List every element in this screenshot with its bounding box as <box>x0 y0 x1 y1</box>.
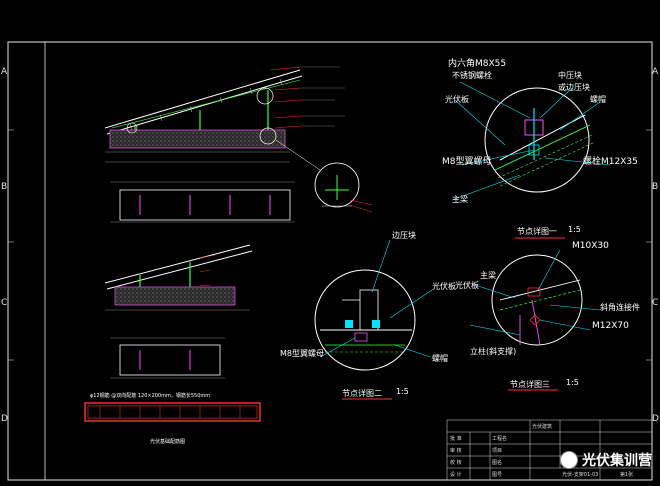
zone-right-c: C <box>652 298 659 308</box>
detail-2-circle <box>314 239 433 371</box>
tb-row-1: 批 准 <box>450 436 462 442</box>
label-edge-clamp: 边压块 <box>392 231 416 240</box>
label-m8-nut: M8型翼螺母 <box>442 157 492 167</box>
label-bolt-m12x35: 螺栓M12X35 <box>583 157 638 167</box>
watermark-logo-icon <box>560 451 578 469</box>
tb-row-3: 校 核 <box>450 460 462 466</box>
tb-drawing-no: 光伏-支架01-03 <box>562 472 599 478</box>
tb-row-4: 设 计 <box>450 472 462 478</box>
detail1-title: 节点详图一 <box>517 227 557 236</box>
label-pv-panel: 光伏板 <box>445 95 469 104</box>
label-m8-nut-2: M8型翼螺母 <box>280 349 324 358</box>
label-pv-panel-2: 光伏板 <box>432 282 456 291</box>
mini-detail <box>275 139 373 213</box>
label-m12x70: M12X70 <box>592 321 629 331</box>
plan-view-1 <box>110 181 295 223</box>
label-angle-connector: 斜角连接件 <box>600 303 640 312</box>
detail-1-circle <box>451 81 611 201</box>
label-m10x30: M10X30 <box>572 241 609 251</box>
title-block <box>446 419 653 481</box>
tb-row-2: 审 核 <box>450 448 462 454</box>
label-mid-clamp-sub: 或边压块 <box>558 83 590 92</box>
tb-col-3: 图名 <box>492 460 503 466</box>
label-post: 立柱(斜支撑) <box>470 347 517 356</box>
tb-company: 光伏建筑 <box>532 424 553 430</box>
plan-caption: 光伏基础配筋图 <box>150 439 186 445</box>
label-bolt-m8x55: 内六角M8X55 <box>448 59 507 69</box>
label-washer: 螺帽 <box>590 95 606 104</box>
label-pv-panel-3: 光伏板 <box>455 281 479 290</box>
zone-right-a: A <box>652 67 659 77</box>
zone-left-a: A <box>1 67 8 77</box>
tb-sheet: 第1张 <box>620 472 634 478</box>
plan-view-2 <box>110 337 225 379</box>
detail2-scale: 1:5 <box>396 387 409 396</box>
tb-col-4: 图号 <box>492 472 503 478</box>
detail1-scale: 1:5 <box>568 225 581 234</box>
label-mid-clamp: 中压块 <box>558 71 582 80</box>
elevation-view-2 <box>104 244 253 311</box>
watermark: 光伏集训营 <box>560 450 652 470</box>
label-main-beam: 主梁 <box>452 195 468 204</box>
zone-right-b: B <box>652 182 659 192</box>
detail-3-circle <box>469 249 601 346</box>
zone-left-b: B <box>1 182 8 192</box>
detail2-title: 节点详图二 <box>342 389 382 398</box>
detail3-title: 节点详图三 <box>510 380 550 389</box>
tb-col-1: 工程名 <box>492 436 508 442</box>
zone-left-c: C <box>1 298 8 308</box>
rebar-section <box>84 402 261 422</box>
elevation-view-1 <box>104 66 345 163</box>
zone-left-d: D <box>1 414 8 424</box>
detail3-scale: 1:5 <box>566 378 579 387</box>
zone-right-d: D <box>652 414 659 424</box>
outer-frame <box>7 41 653 481</box>
label-washer-2: 螺帽 <box>432 354 448 363</box>
label-main-beam-2: 主梁 <box>480 271 496 280</box>
tb-col-2: 项目 <box>492 448 503 454</box>
watermark-text: 光伏集训营 <box>582 453 652 469</box>
rebar-note: φ12钢筋 @双向配筋 120×200mm，钢筋长550mm <box>90 393 211 399</box>
label-bolt-m8x55-sub: 不锈钢螺栓 <box>452 71 492 80</box>
inner-frame <box>44 41 653 481</box>
